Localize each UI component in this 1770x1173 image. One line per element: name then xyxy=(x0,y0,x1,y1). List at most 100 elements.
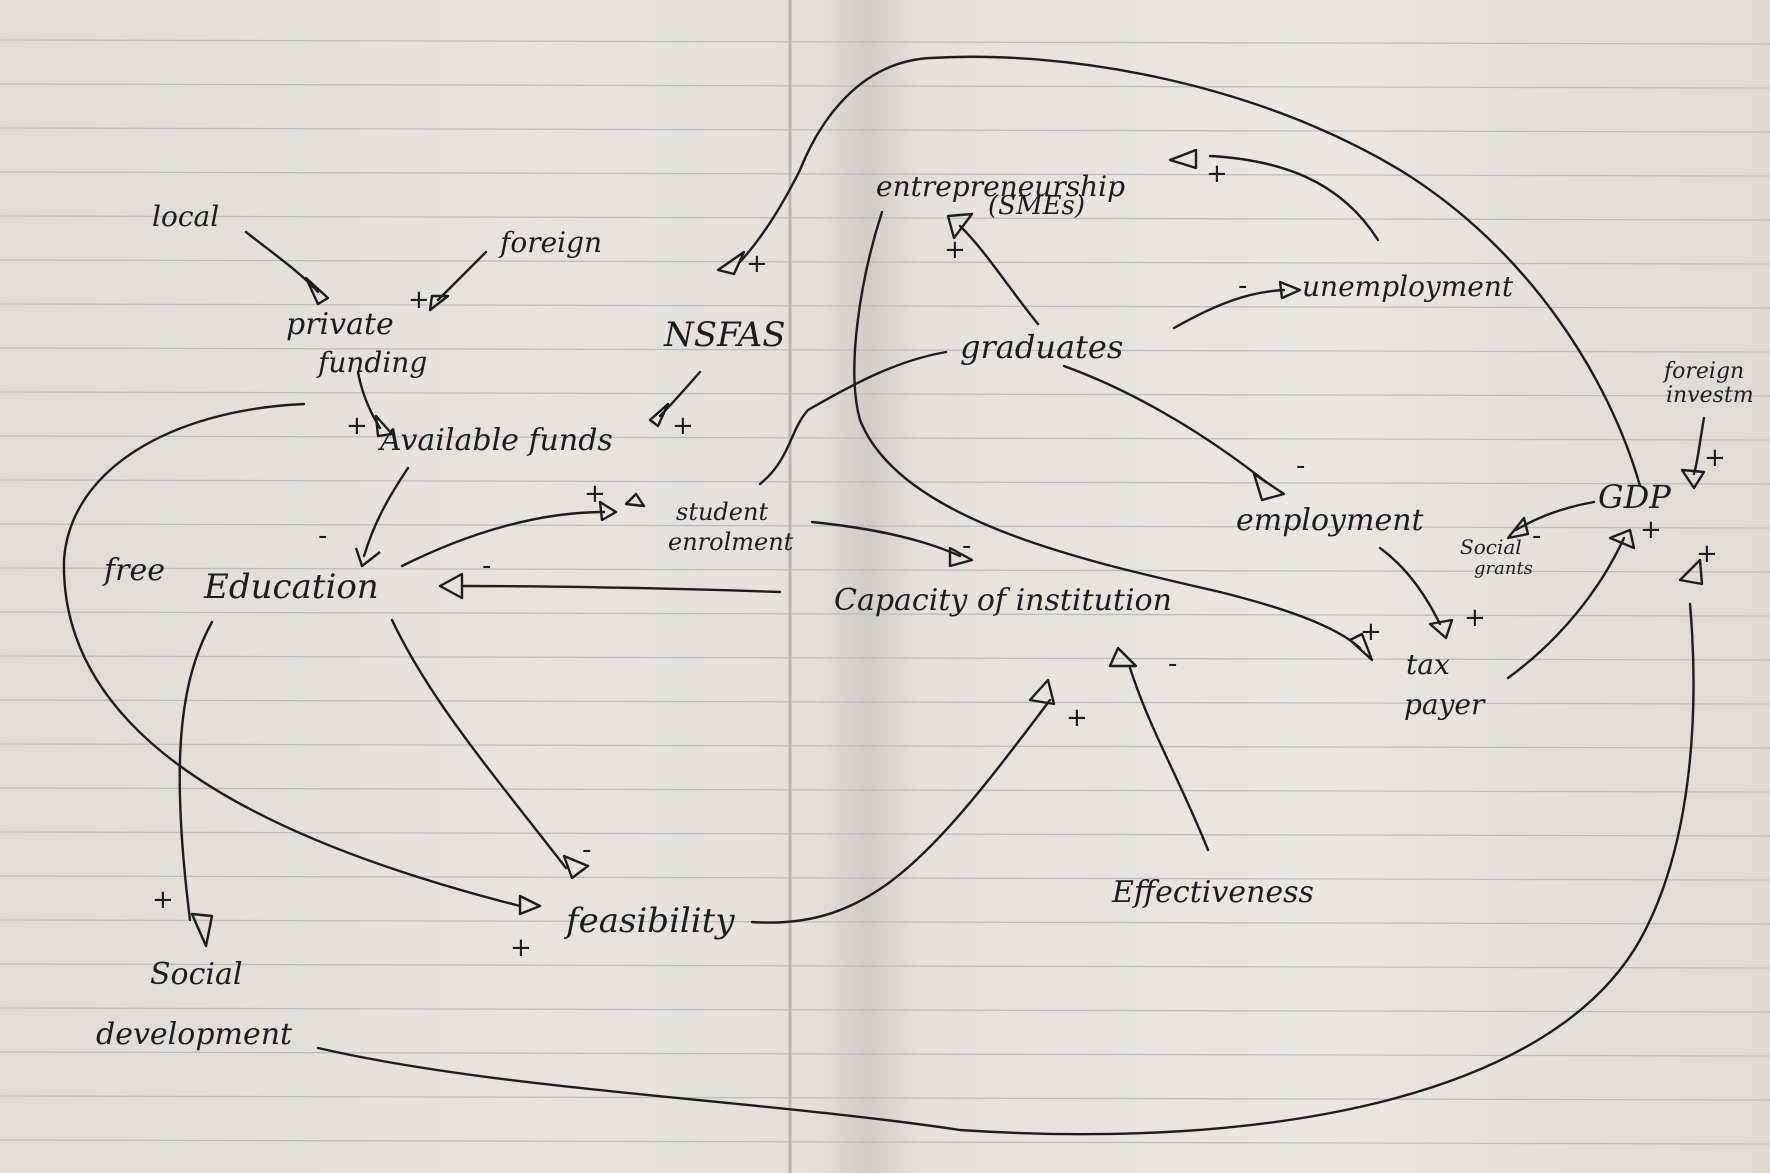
ruled-line xyxy=(0,1007,1770,1013)
link-education-feasibility xyxy=(390,618,568,870)
link-gdp-nsfas xyxy=(738,55,1642,488)
arrowhead xyxy=(948,546,974,568)
link-education-enrolment xyxy=(400,510,606,568)
link-local-private xyxy=(244,230,320,294)
ruled-line xyxy=(0,743,1770,749)
ruled-line xyxy=(0,303,1770,309)
node-private-funding: funding xyxy=(316,346,427,379)
link-available-education xyxy=(362,466,410,558)
node-foreign: foreign xyxy=(498,226,602,259)
polarity-sign: - xyxy=(482,551,491,581)
node-available-funds: Available funds xyxy=(377,423,613,458)
polarity-sign: + xyxy=(510,933,532,963)
link-graduates-enterprise xyxy=(958,224,1040,326)
node-private-funding: private xyxy=(286,307,394,342)
node-capacity-of-institution: Capacity of institution xyxy=(834,583,1172,618)
link-education-socialdev xyxy=(178,620,214,922)
arrowhead xyxy=(518,894,542,916)
node-foreign-investment: foreign xyxy=(1662,359,1744,384)
ruled-line xyxy=(0,1095,1770,1101)
node-gdp: GDP xyxy=(1598,478,1671,516)
polarity-sign: - xyxy=(1238,271,1247,301)
polarity-sign: - xyxy=(962,531,971,561)
polarity-sign: + xyxy=(1464,603,1486,633)
node-tax-payer: tax xyxy=(1406,648,1450,681)
link-effectiveness-capacity xyxy=(1128,666,1210,852)
ruled-line xyxy=(0,963,1770,969)
ruled-line xyxy=(0,1139,1770,1145)
node-free-education: free xyxy=(102,553,165,588)
link-graduates-unemployment xyxy=(1172,288,1286,330)
node-feasibility: feasibility xyxy=(563,901,735,941)
ruled-line xyxy=(0,171,1770,177)
node-nsfas: NSFAS xyxy=(663,315,786,355)
arrowhead xyxy=(374,414,394,438)
node-entrepreneurship: (SMEs) xyxy=(988,191,1085,221)
node-student-enrolment: enrolment xyxy=(668,528,794,556)
arrowhead xyxy=(1168,148,1198,170)
arrowhead xyxy=(946,212,974,240)
arrowhead xyxy=(562,854,590,880)
ruled-line xyxy=(0,347,1770,353)
arrowhead xyxy=(1678,558,1704,586)
link-graduates-employment xyxy=(1062,364,1268,484)
polarity-sign: + xyxy=(672,411,694,441)
node-social-development: Social xyxy=(150,957,243,992)
node-social-grants: Social xyxy=(1460,535,1522,559)
polarity-sign: - xyxy=(1532,521,1541,551)
link-unemployment-enterprise xyxy=(1208,154,1380,242)
polarity-sign: + xyxy=(152,885,174,915)
ruled-line xyxy=(0,831,1770,837)
arrowhead xyxy=(428,294,450,312)
polarity-sign: - xyxy=(1296,451,1305,481)
polarity-sign: + xyxy=(1696,539,1718,569)
polarity-sign: + xyxy=(1206,159,1228,189)
ruled-line xyxy=(0,83,1770,89)
node-local: local xyxy=(152,200,219,233)
polarity-sign: + xyxy=(408,285,430,315)
link-enterprise-tax xyxy=(853,210,1362,650)
arrowhead xyxy=(304,276,330,306)
node-employment: employment xyxy=(1236,503,1425,538)
polarity-sign: + xyxy=(1640,515,1662,545)
node-entrepreneurship: entrepreneurship xyxy=(876,170,1125,203)
ruled-line xyxy=(0,919,1770,925)
link-gdp-grants xyxy=(1514,500,1596,532)
polarity-sign: + xyxy=(1066,703,1088,733)
arrowhead xyxy=(1348,632,1374,662)
polarity-sign: + xyxy=(584,479,606,509)
polarity-sign: + xyxy=(944,235,966,265)
node-social-grants: grants xyxy=(1474,558,1533,579)
arrowhead xyxy=(1028,678,1056,706)
ruled-line xyxy=(0,479,1770,485)
node-social-development: development xyxy=(96,1017,293,1052)
ruled-line xyxy=(0,875,1770,881)
ruled-line xyxy=(0,1051,1770,1057)
ruled-line xyxy=(0,391,1770,397)
arrowhead xyxy=(648,402,670,428)
link-capacity-education xyxy=(462,584,782,594)
arrowhead xyxy=(1680,468,1706,490)
arrowhead xyxy=(190,912,214,948)
link-enrolment-graduates xyxy=(758,350,948,486)
link-feasibility-capacity xyxy=(750,698,1052,924)
link-available-feasibility xyxy=(62,402,522,908)
node-graduates: graduates xyxy=(960,328,1123,366)
node-unemployment: unemployment xyxy=(1302,270,1514,303)
arrowhead xyxy=(1608,528,1636,550)
ruled-line xyxy=(0,655,1770,661)
node-effectiveness: Effectiveness xyxy=(1111,875,1314,910)
polarity-sign: + xyxy=(746,249,768,279)
arrowhead xyxy=(1506,516,1530,540)
link-employment-tax xyxy=(1378,546,1442,626)
polarity-sign: - xyxy=(318,521,327,551)
arrowhead xyxy=(1278,280,1302,300)
ruled-line xyxy=(0,215,1770,221)
arrowhead xyxy=(716,250,746,276)
link-socialdev-gdp xyxy=(316,602,1695,1136)
ruled-line xyxy=(0,567,1770,573)
ruled-line xyxy=(0,259,1770,265)
node-student-enrolment: student xyxy=(676,498,768,526)
link-tax-gdp xyxy=(1506,536,1626,680)
